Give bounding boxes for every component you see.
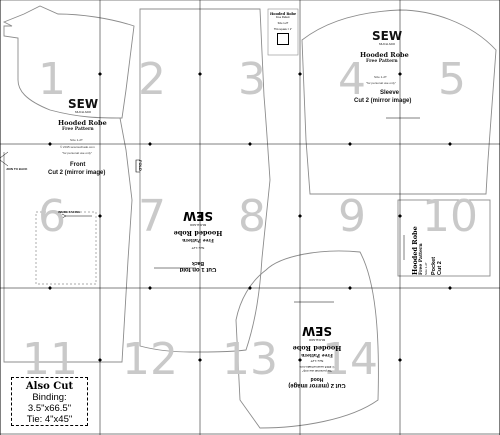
back-fold-label: FOLD [138,160,143,171]
front-facing-mark: INSIDE FACING [58,210,81,214]
front-title: Hooded Robe [58,119,107,127]
back-label-group: Cut 1 on fold Back Size 1-2T Free Patter… [168,176,228,276]
page-number-11: 11 [22,334,78,385]
sleeve-pattern-outline [301,9,497,195]
back-pattern-outline [139,8,271,353]
page-number-10: 10 [422,191,478,242]
pocket-title: Hooded Robe [411,226,419,275]
info-box: Hooded Robe Free Pattern Size 1-2T This … [270,12,296,45]
hood-label-group: Cut 2 (mirror image) Hood "for personal … [282,298,352,388]
back-logo-sub: MUCH ADO [189,223,207,227]
hood-logo-sub: MUCH ADO [308,338,326,342]
info-size-line: Size 1-2T [277,22,289,25]
hood-pattern-outline [235,250,379,429]
info-square [277,33,289,45]
page-number-8: 8 [238,191,266,242]
page-number-13: 13 [222,334,278,385]
front-logo: SEW MUCH ADO [68,98,98,114]
front-size: Size 1-2T [70,138,83,142]
info-box-outline [267,8,299,56]
sleeve-logo-sub: MUCH ADO [378,41,396,46]
also-cut-binding: Binding: 3.5"x66.5" [27,392,72,414]
hood-subtitle: Free Pattern [301,352,333,357]
page-number-7: 7 [138,191,166,242]
pocket-label-group: Hooded Robe Free Pattern Size 1-2T Pocke… [411,203,461,275]
front-pattern-outline [2,5,135,363]
back-subtitle: Free Pattern [182,237,214,242]
page-number-6: 6 [38,191,66,242]
hood-url: © 2015 sewmuchado.com [299,365,335,369]
sleeve-size: Size 1-2T [374,75,387,79]
front-label: Front [70,162,86,168]
sleeve-subtitle: Free Pattern [366,59,398,64]
info-title: Hooded Robe [270,12,297,16]
front-cut: Cut 2 (mirror image) [48,170,106,176]
page-number-2: 2 [138,54,166,105]
front-side-label: JOIN TO BACK [6,167,28,171]
back-size: Size 1-2T [191,246,205,250]
back-logo-main: SEW [182,209,214,223]
page-number-5: 5 [438,54,466,105]
facing-outline [35,211,97,285]
front-subtitle: Free Pattern [62,127,94,132]
sleeve-cut: Cut 2 (mirror image) [354,98,412,104]
pocket-size: Size 1-2T [424,262,428,275]
back-cut: Cut 1 on fold [179,266,217,272]
sleeve-label: Sleeve [380,90,400,96]
page-number-12: 12 [122,334,178,385]
front-logo-main: SEW [68,97,99,111]
front-logo-sub: MUCH ADO [74,109,92,114]
sleeve-logo-main: SEW [372,29,403,43]
hood-cut: Cut 2 (mirror image) [288,382,346,388]
page-number-1: 1 [38,54,66,105]
also-cut-box: Also Cut Binding: 3.5"x66.5" Tie: 4"x45" [11,377,88,426]
sleeve-logo: SEW MUCH ADO [372,30,402,46]
back-label: Back [192,260,204,266]
back-title: Hooded Robe [173,229,223,237]
page-number-14: 14 [322,334,378,385]
hood-title: Hooded Robe [292,344,342,352]
page-number-4: 4 [338,54,366,105]
pocket-cut: Cut 2 [437,261,443,275]
also-cut-tie: Tie: 4"x45" [26,414,73,425]
page-number-3: 3 [238,54,266,105]
front-url: © 2015 sewmuchado.com [60,145,95,149]
info-subtitle: Free Pattern [276,16,290,19]
hood-logo-main: SEW [301,324,333,338]
sleeve-note: "for personal use only" [366,81,396,85]
page-number-9: 9 [338,191,366,242]
pocket-pattern-outline [397,199,491,277]
sleeve-title: Hooded Robe [360,51,409,59]
info-test-square: This square = 1" [273,28,293,31]
hood-size: Size 1-2T [310,359,324,363]
hood-note: "for personal use only" [302,369,332,373]
front-note: "for personal use only" [62,151,92,155]
also-cut-title: Also Cut [25,381,74,392]
